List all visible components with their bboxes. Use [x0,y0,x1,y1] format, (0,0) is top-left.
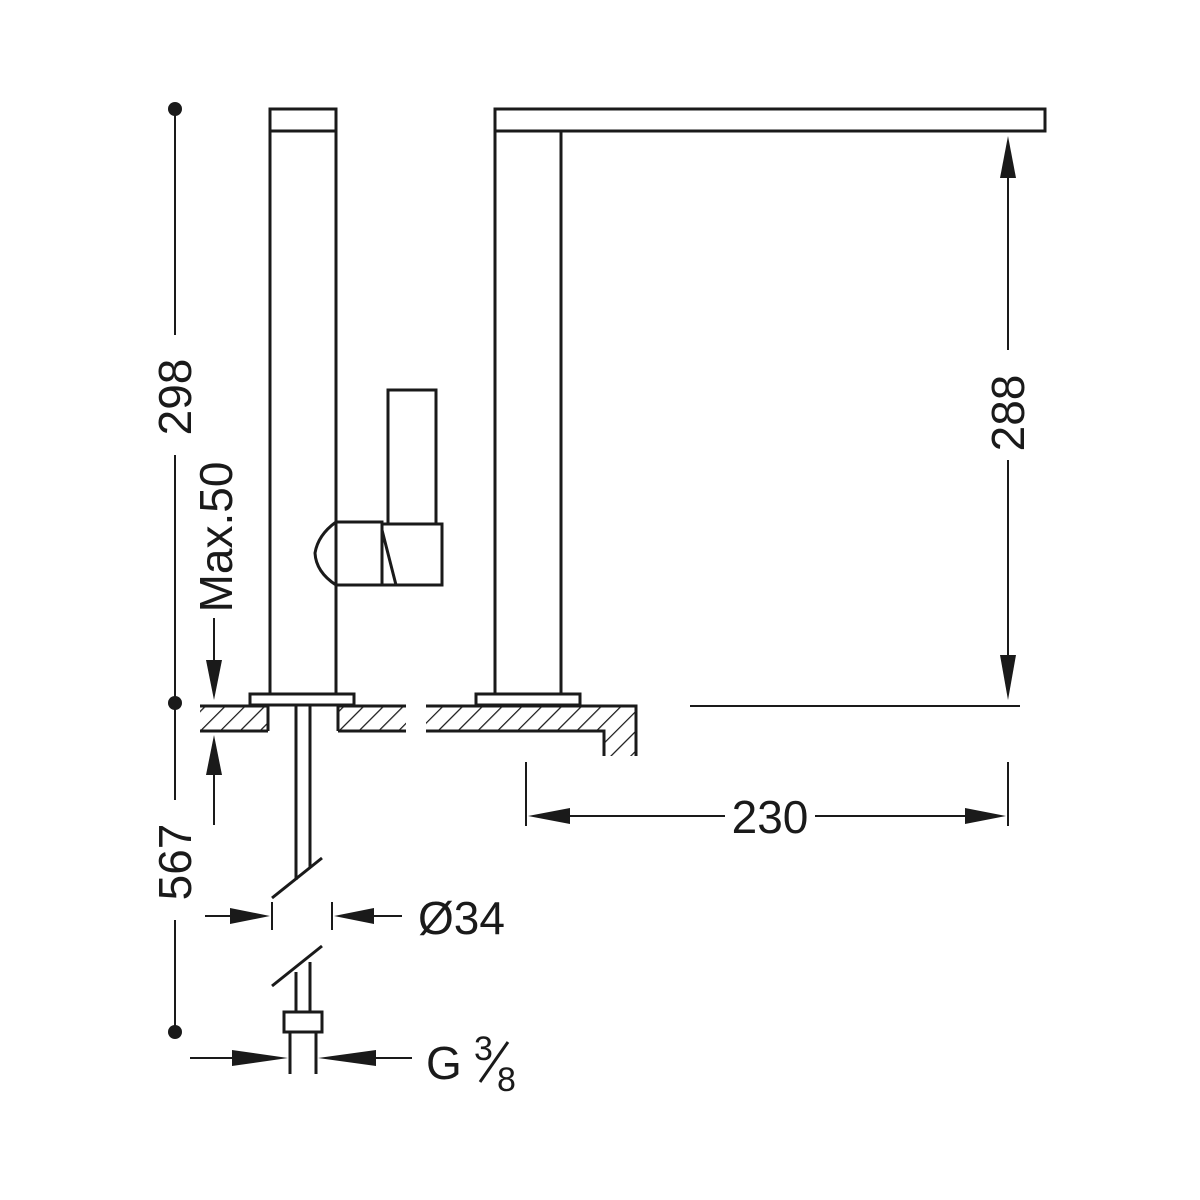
dimension-connection: G 3 8 [190,1030,516,1099]
supply-shank [271,705,324,1074]
dim-dot-top [168,102,182,116]
dim-label-diameter: Ø34 [418,892,505,944]
fraction-slash [478,1041,510,1083]
dim-label-connection-numerator: 3 [474,1030,493,1068]
countertop-right [426,704,638,756]
dim-dot-mid [168,696,182,710]
base-plate-right [474,692,582,707]
countertop-left [200,704,406,733]
dim-label-298: 298 [149,359,201,436]
dim-dot-bottom [168,1025,182,1039]
connector-nut [282,1010,324,1034]
dim-label-connection-denominator: 8 [497,1061,516,1099]
faucet-body [268,107,338,696]
base-plate-left [248,692,356,707]
spout-arm [493,107,1047,133]
front-view [426,107,1047,756]
dim-label-567: 567 [149,824,201,901]
dimension-567: 567 [149,706,201,1039]
dim-label-max50: Max.50 [190,462,242,613]
dim-label-288: 288 [982,375,1034,452]
dimension-max50: Max.50 [190,462,242,825]
dimension-diameter: Ø34 [205,892,505,944]
dim-label-connection-prefix: G [426,1037,462,1089]
dimension-288: 288 [982,136,1034,700]
dimension-230: 230 [525,762,1009,843]
lever-handle [313,388,444,587]
side-view [200,107,444,1074]
dim-label-230: 230 [732,791,809,843]
dimension-298: 298 [149,102,201,710]
